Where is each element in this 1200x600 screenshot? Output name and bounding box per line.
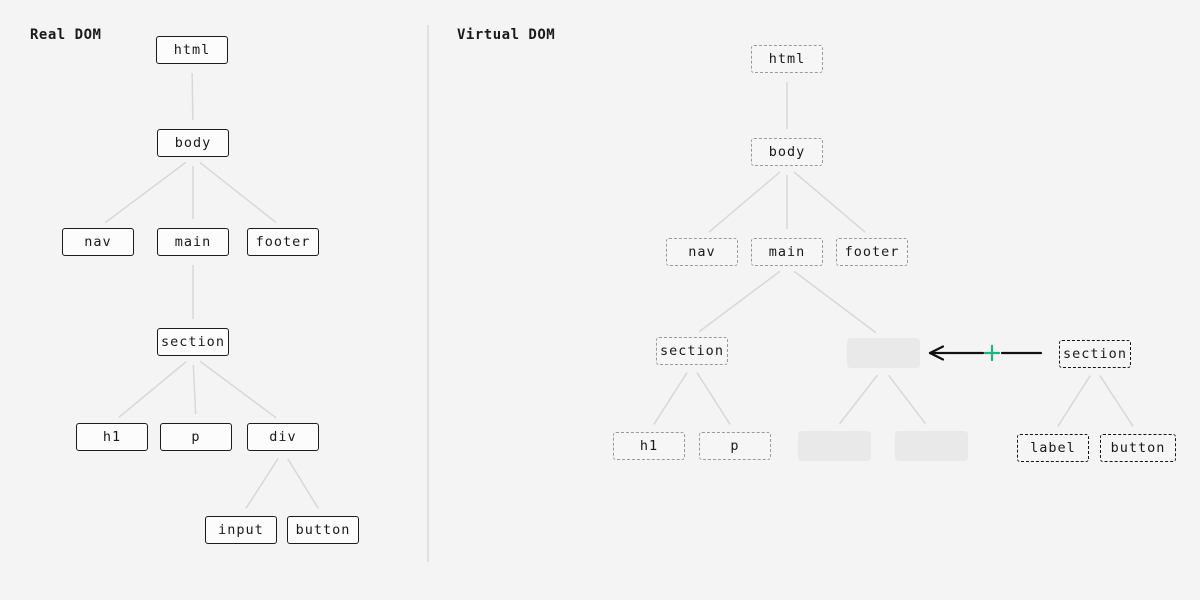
real-dom-node-footer: footer: [247, 228, 319, 256]
virtual-dom-node-html: html: [751, 45, 823, 73]
real-dom-node-body: body: [157, 129, 229, 157]
insert-arrow: [928, 344, 1043, 362]
arrow-left-icon: [928, 345, 945, 361]
virtual-dom-node-main: main: [751, 238, 823, 266]
real-dom-edges: [104, 72, 319, 509]
virtual-dom-node-p: p: [699, 432, 771, 460]
plus-icon: [983, 344, 1001, 362]
real-dom-node-section: section: [157, 328, 229, 356]
real-dom-node-h1: h1: [76, 423, 148, 451]
virtual-dom-node-section: section: [656, 337, 728, 365]
virtual-dom-edges: [653, 82, 1134, 427]
real-dom-node-main: main: [157, 228, 229, 256]
virtual-dom-node-ghost-child-1: [797, 431, 871, 461]
real-dom-node-button: button: [287, 516, 359, 544]
virtual-dom-node-button: button: [1100, 434, 1176, 462]
virtual-dom-node-nav: nav: [666, 238, 738, 266]
real-dom-node-nav: nav: [62, 228, 134, 256]
virtual-dom-node-label: label: [1017, 434, 1089, 462]
real-dom-title: Real DOM: [30, 27, 102, 43]
virtual-dom-node-footer: footer: [836, 238, 908, 266]
real-dom-node-p: p: [160, 423, 232, 451]
real-dom-node-html: html: [156, 36, 228, 64]
virtual-dom-title: Virtual DOM: [457, 27, 556, 43]
real-dom-node-input: input: [205, 516, 277, 544]
virtual-dom-node-ghost-main-child: [846, 338, 920, 368]
real-dom-node-div: div: [247, 423, 319, 451]
virtual-dom-node-section-new: section: [1059, 340, 1131, 368]
virtual-dom-node-ghost-child-2: [894, 431, 968, 461]
virtual-dom-node-body: body: [751, 138, 823, 166]
virtual-dom-node-h1: h1: [613, 432, 685, 460]
